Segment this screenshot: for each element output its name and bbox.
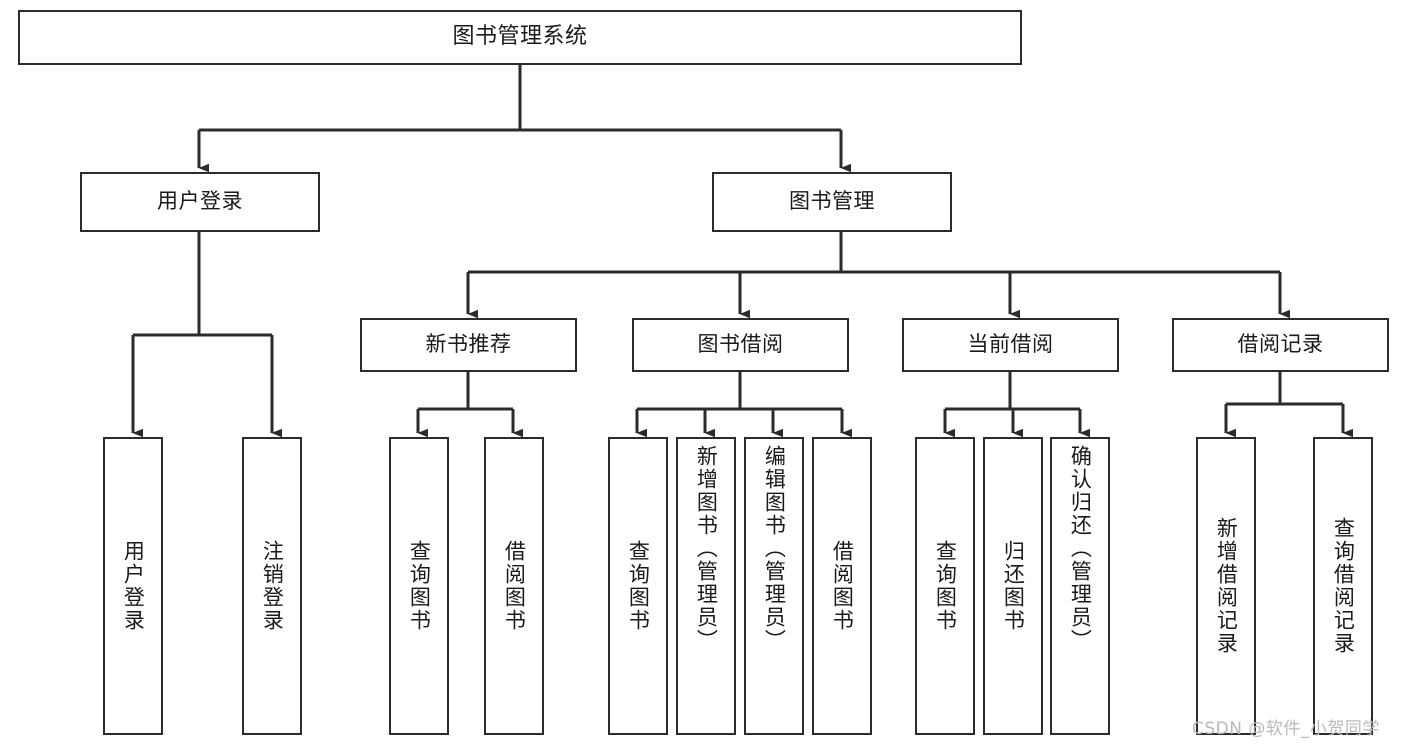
leaf-add-borrow-record[interactable]: 新增借阅记录 bbox=[1196, 437, 1256, 735]
node-new-book-recommend-label: 新书推荐 bbox=[425, 332, 512, 357]
node-new-book-recommend[interactable]: 新书推荐 bbox=[360, 318, 577, 372]
leaf-query-borrow-record[interactable]: 查询借阅记录 bbox=[1313, 437, 1373, 735]
node-user-login-label: 用户登录 bbox=[157, 189, 243, 214]
node-book-borrow-label: 图书借阅 bbox=[697, 332, 784, 357]
leaf-query-book-2[interactable]: 查询图书 bbox=[608, 437, 668, 735]
leaf-return-book[interactable]: 归还图书 bbox=[983, 437, 1043, 735]
leaf-add-book-label: 新增图书（管理员） bbox=[694, 445, 719, 652]
node-book-management-label: 图书管理 bbox=[789, 189, 875, 214]
node-borrow-record[interactable]: 借阅记录 bbox=[1172, 318, 1389, 372]
leaf-logout-login-label: 注销登录 bbox=[260, 540, 285, 632]
leaf-query-book-1[interactable]: 查询图书 bbox=[389, 437, 449, 735]
leaf-borrow-book-1[interactable]: 借阅图书 bbox=[484, 437, 544, 735]
leaf-borrow-book-2[interactable]: 借阅图书 bbox=[812, 437, 872, 735]
leaf-query-book-2-label: 查询图书 bbox=[626, 540, 651, 632]
leaf-confirm-return[interactable]: 确认归还（管理员） bbox=[1050, 437, 1110, 735]
leaf-query-borrow-record-label: 查询借阅记录 bbox=[1331, 517, 1356, 655]
node-book-management[interactable]: 图书管理 bbox=[712, 172, 952, 232]
node-borrow-record-label: 借阅记录 bbox=[1237, 332, 1324, 357]
leaf-user-login-label: 用户登录 bbox=[121, 540, 146, 632]
node-user-login[interactable]: 用户登录 bbox=[80, 172, 320, 232]
node-current-borrow[interactable]: 当前借阅 bbox=[902, 318, 1119, 372]
leaf-query-book-1-label: 查询图书 bbox=[407, 540, 432, 632]
leaf-borrow-book-2-label: 借阅图书 bbox=[830, 540, 855, 632]
leaf-return-book-label: 归还图书 bbox=[1001, 540, 1026, 632]
node-root[interactable]: 图书管理系统 bbox=[18, 10, 1022, 65]
leaf-add-borrow-record-label: 新增借阅记录 bbox=[1214, 517, 1239, 655]
leaf-borrow-book-1-label: 借阅图书 bbox=[502, 540, 527, 632]
leaf-confirm-return-label: 确认归还（管理员） bbox=[1068, 445, 1093, 652]
node-book-borrow[interactable]: 图书借阅 bbox=[632, 318, 849, 372]
leaf-query-book-3[interactable]: 查询图书 bbox=[915, 437, 975, 735]
node-current-borrow-label: 当前借阅 bbox=[967, 332, 1054, 357]
node-root-label: 图书管理系统 bbox=[452, 24, 588, 50]
leaf-edit-book-label: 编辑图书（管理员） bbox=[762, 445, 787, 652]
leaf-user-login[interactable]: 用户登录 bbox=[103, 437, 163, 735]
leaf-add-book[interactable]: 新增图书（管理员） bbox=[676, 437, 736, 735]
leaf-edit-book[interactable]: 编辑图书（管理员） bbox=[744, 437, 804, 735]
leaf-query-book-3-label: 查询图书 bbox=[933, 540, 958, 632]
leaf-logout-login[interactable]: 注销登录 bbox=[242, 437, 302, 735]
